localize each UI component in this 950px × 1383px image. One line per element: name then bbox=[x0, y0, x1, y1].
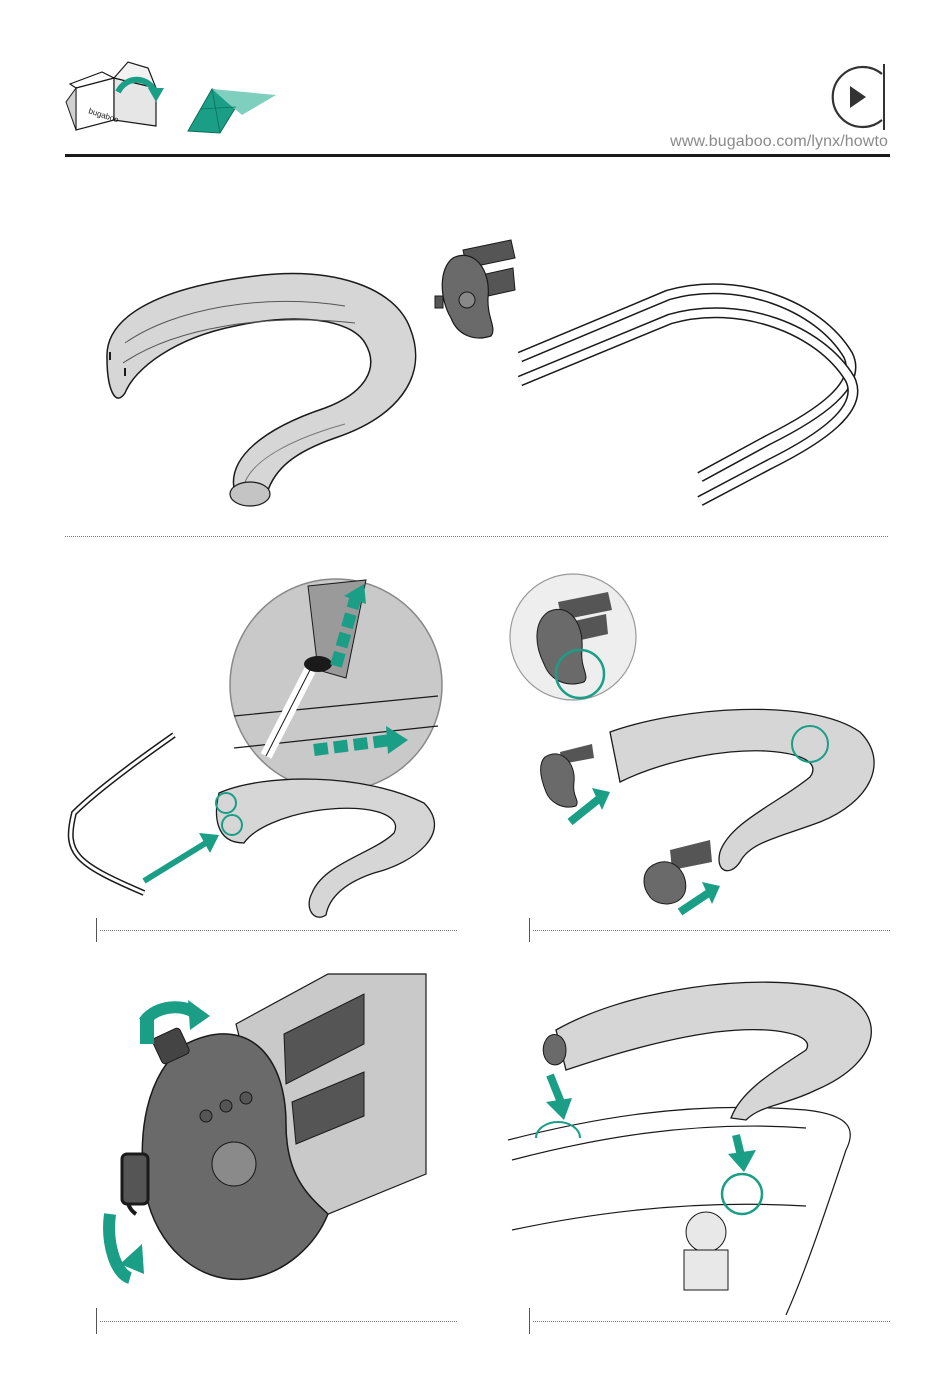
metal-frame-illustration bbox=[518, 285, 863, 510]
step-1-divider bbox=[65, 536, 888, 537]
step-3-tick bbox=[529, 918, 530, 942]
cover-with-frame-illustration bbox=[64, 733, 444, 923]
adapter-zoom-circle bbox=[508, 572, 638, 702]
step-5-tick bbox=[529, 1308, 530, 1334]
step-4-tick bbox=[96, 1308, 97, 1334]
howto-url[interactable]: www.bugaboo.com/lynx/howto bbox=[600, 133, 888, 151]
step-2-divider bbox=[100, 930, 457, 931]
adapter-clip-illustration bbox=[433, 238, 518, 343]
bassinet-with-bumper-illustration bbox=[506, 970, 886, 1315]
adapter-strap-detail-illustration bbox=[96, 974, 428, 1294]
step-5-divider bbox=[533, 1321, 890, 1322]
folded-fabric-icon bbox=[186, 85, 278, 135]
step-4-divider bbox=[100, 1321, 457, 1322]
step-2-tick bbox=[96, 918, 97, 942]
box-unpack-icon: bugaboo bbox=[66, 58, 176, 133]
bumper-cover-illustration bbox=[95, 268, 435, 513]
play-circle-icon[interactable] bbox=[822, 64, 890, 130]
header-divider bbox=[65, 154, 890, 157]
step-3-divider bbox=[533, 930, 890, 931]
adapter-left bbox=[541, 744, 594, 807]
cover-adapters-illustration bbox=[540, 702, 885, 912]
